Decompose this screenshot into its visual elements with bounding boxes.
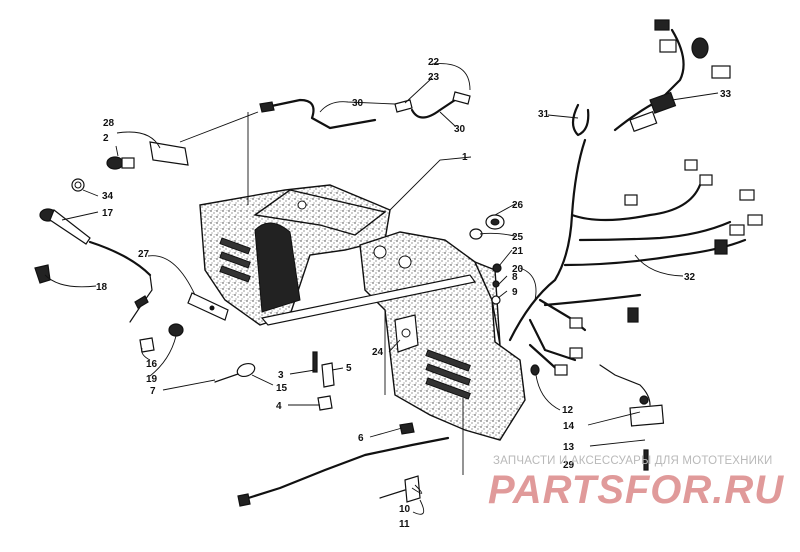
callout-33: 33 [720, 89, 732, 100]
callout-3: 3 [278, 370, 284, 381]
callout-34: 34 [102, 191, 114, 202]
callout-9: 9 [512, 287, 518, 298]
leader-lines [44, 63, 719, 515]
callout-12: 12 [562, 405, 574, 416]
callout-32: 32 [684, 272, 696, 283]
callout-26: 26 [512, 200, 524, 211]
callout-28: 28 [103, 118, 115, 129]
callout-17: 17 [102, 208, 114, 219]
callout-8: 8 [512, 272, 518, 283]
callout-11: 11 [399, 519, 410, 530]
callout-24: 24 [372, 347, 384, 358]
wiring-harness [469, 19, 763, 471]
watermark-logo: PARTSFOR.RU [488, 468, 785, 512]
callout-16: 16 [146, 359, 158, 370]
watermark-tagline: ЗАПЧАСТИ И АКСЕССУАРЫ ДЛЯ МОТОТЕХНИКИ [493, 455, 773, 467]
callout-21: 21 [512, 246, 524, 257]
callout-2: 2 [103, 133, 109, 144]
callout-25: 25 [512, 232, 524, 243]
callout-13: 13 [563, 442, 575, 453]
callout-23: 23 [428, 72, 440, 83]
callout-7: 7 [150, 386, 156, 397]
callout-29: 29 [563, 460, 575, 471]
callout-15: 15 [276, 383, 288, 394]
console-housing [199, 184, 526, 475]
callout-labels: 1 2 3 4 5 6 7 8 9 10 11 12 13 14 15 16 1… [96, 57, 732, 530]
callout-20: 20 [512, 264, 524, 275]
callout-18: 18 [96, 282, 108, 293]
callout-30-right: 30 [454, 124, 466, 135]
callout-4: 4 [276, 401, 282, 412]
callout-14: 14 [563, 421, 575, 432]
callout-5: 5 [346, 363, 352, 374]
callout-6: 6 [358, 433, 364, 444]
callout-27: 27 [138, 249, 150, 260]
top-cables [179, 91, 471, 205]
callout-19: 19 [146, 374, 158, 385]
callout-30-top: 30 [352, 98, 364, 109]
left-parts [34, 141, 450, 507]
callout-1: 1 [462, 152, 468, 163]
callout-31: 31 [538, 109, 550, 120]
callout-22: 22 [428, 57, 440, 68]
callout-10: 10 [399, 504, 411, 515]
